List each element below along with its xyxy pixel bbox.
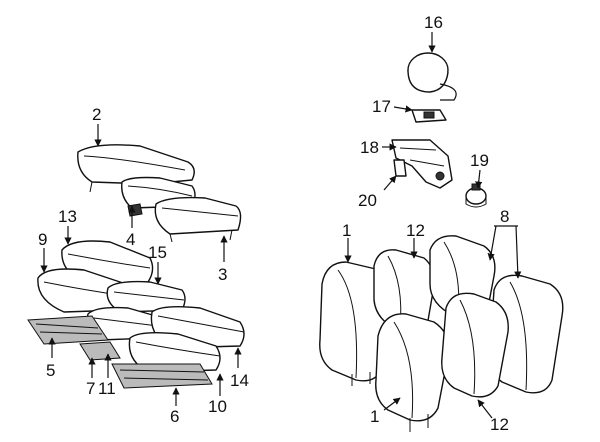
label-1-top: 1 <box>342 221 351 240</box>
label-16: 16 <box>424 13 443 32</box>
part-16-headrest-hook <box>407 52 457 101</box>
callout-labels: 2 4 3 13 9 15 5 7 11 6 10 14 16 17 18 19… <box>38 13 509 434</box>
leader-lines <box>40 32 522 419</box>
part-10-cushion <box>128 331 221 373</box>
part-17-clip <box>411 109 447 123</box>
label-17: 17 <box>372 97 391 116</box>
label-1-bottom: 1 <box>370 407 379 426</box>
label-10: 10 <box>208 397 227 416</box>
label-13: 13 <box>58 207 77 226</box>
label-7: 7 <box>86 379 95 398</box>
label-9: 9 <box>38 230 47 249</box>
part-19-knob <box>465 183 487 208</box>
label-5: 5 <box>46 361 55 380</box>
label-20: 20 <box>358 191 377 210</box>
part-7-bracket <box>79 341 121 361</box>
label-6: 6 <box>170 407 179 426</box>
part-6-frame <box>111 363 213 389</box>
label-2: 2 <box>92 105 101 124</box>
label-15: 15 <box>148 243 167 262</box>
part-3-cushion <box>154 196 242 243</box>
part-20-cap <box>393 159 407 177</box>
seat-back-front-left <box>375 313 450 432</box>
label-4: 4 <box>126 230 135 249</box>
label-12-top: 12 <box>406 221 425 240</box>
label-12-bottom: 12 <box>490 415 509 434</box>
seat-back-front-right <box>441 292 509 398</box>
label-19: 19 <box>470 151 489 170</box>
label-11: 11 <box>98 379 116 398</box>
label-3: 3 <box>218 265 227 284</box>
label-18: 18 <box>360 138 379 157</box>
label-14: 14 <box>230 371 249 390</box>
part-5-frame <box>27 315 109 345</box>
part-15-cushion <box>106 280 186 313</box>
label-8: 8 <box>500 207 509 226</box>
